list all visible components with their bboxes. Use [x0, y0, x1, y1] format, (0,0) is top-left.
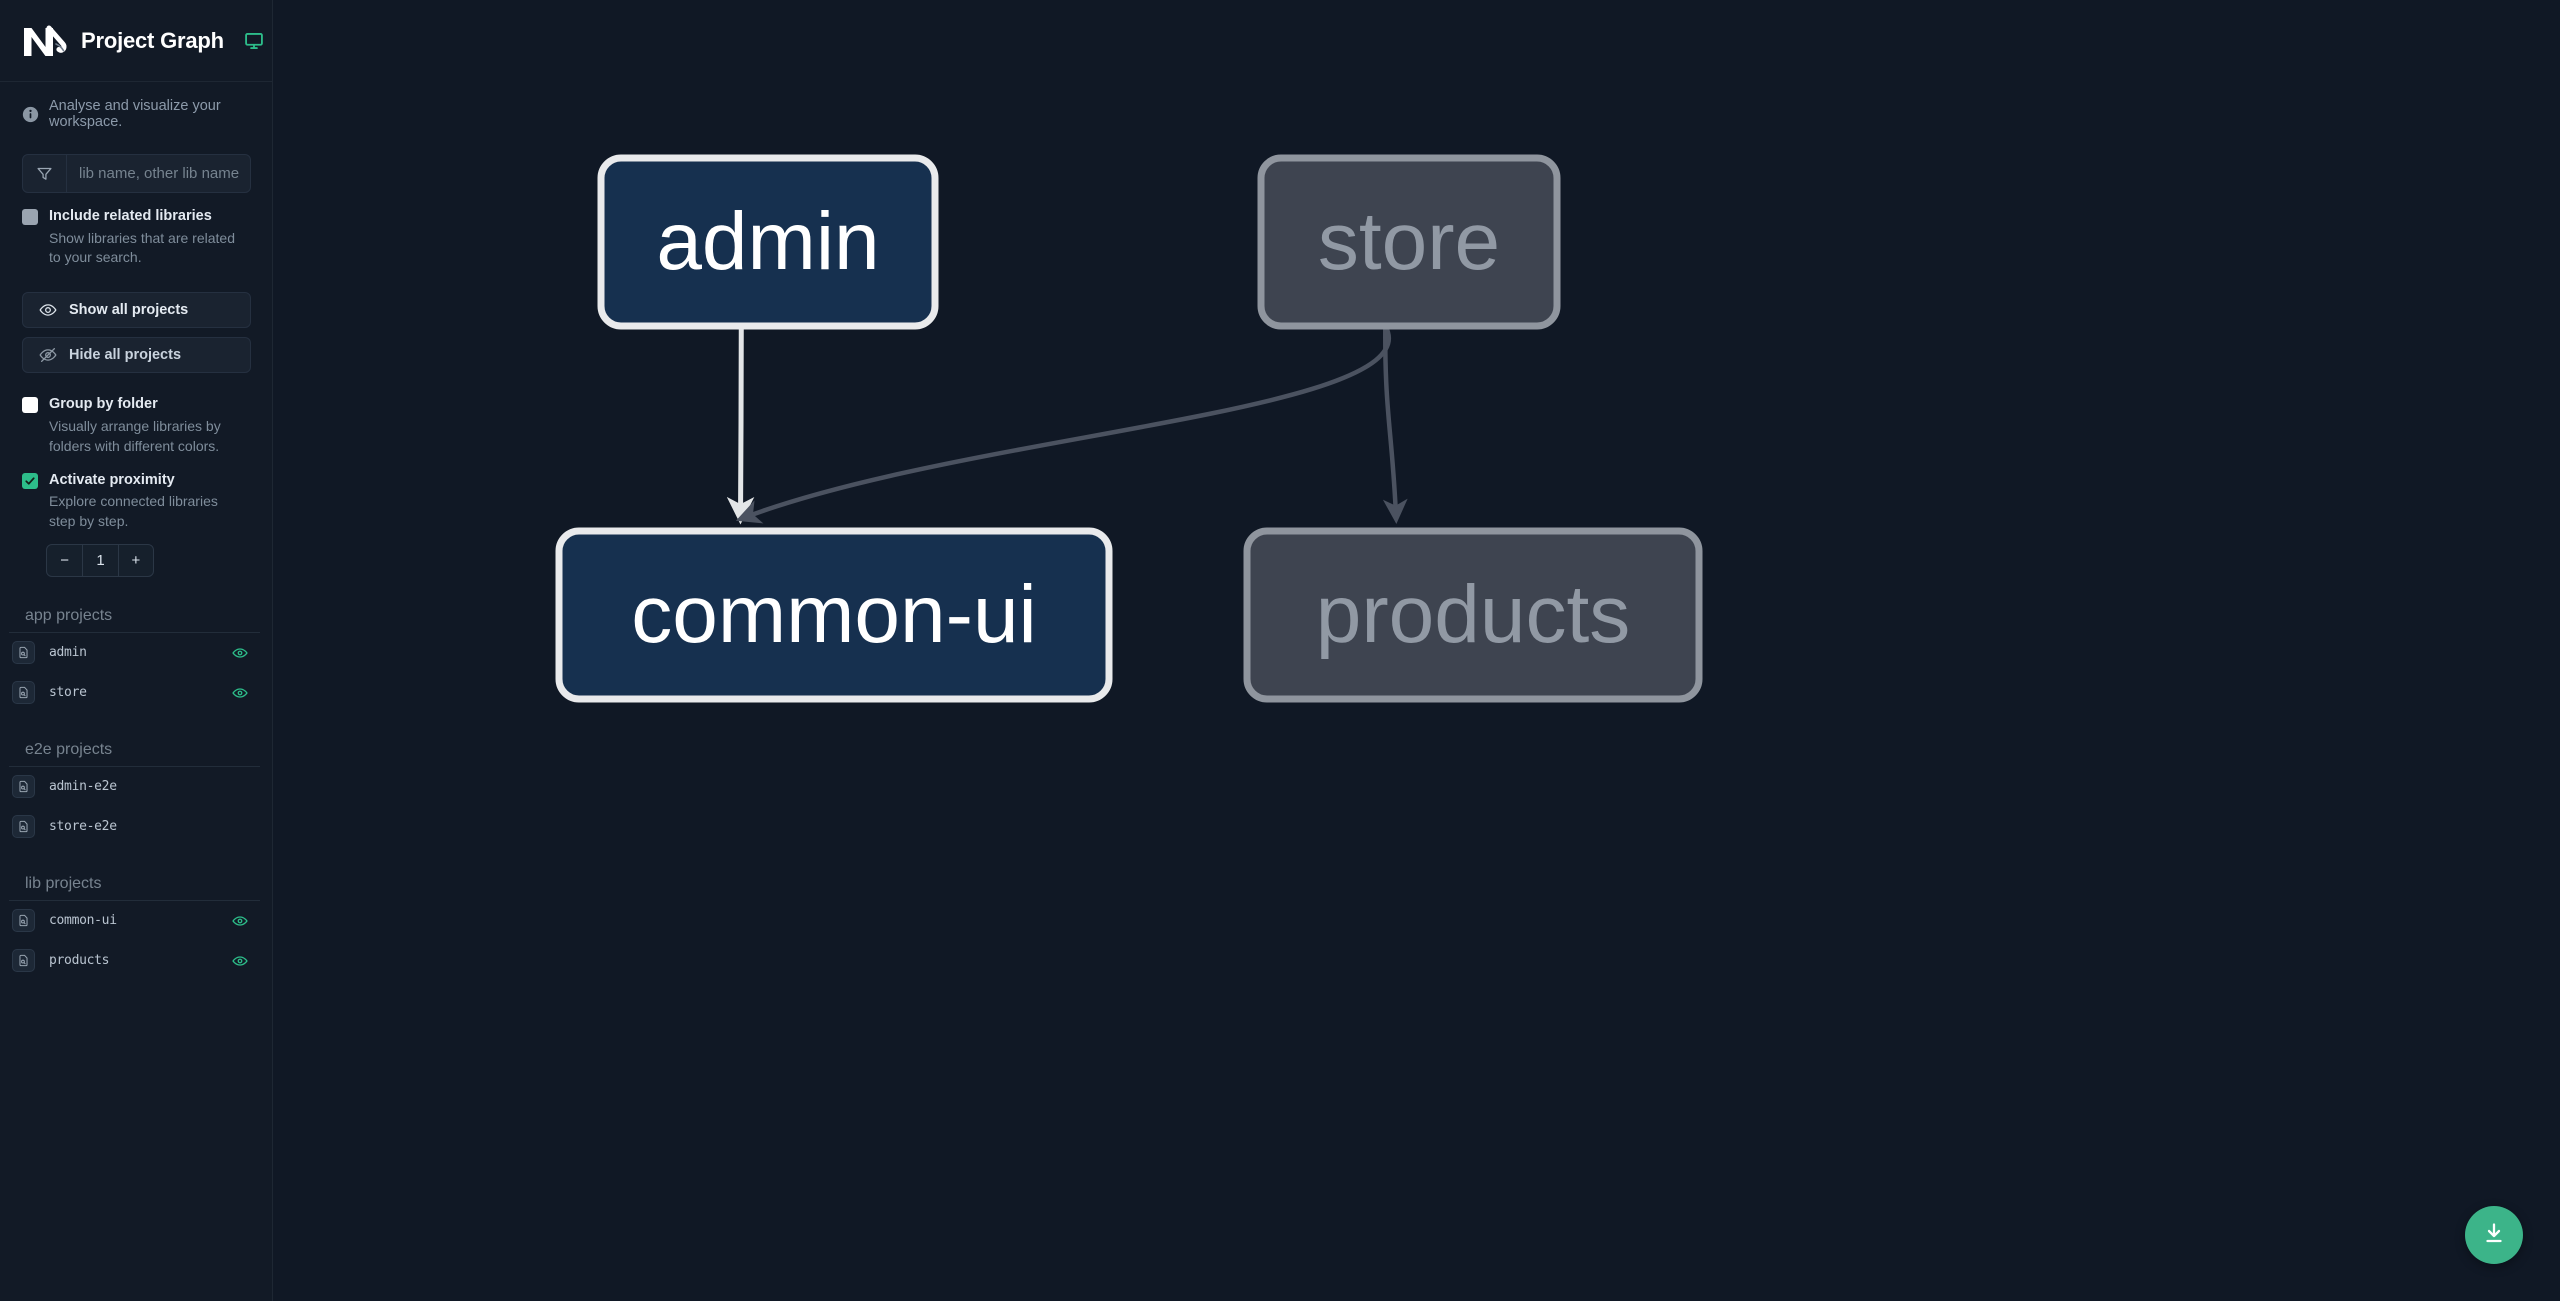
description-text: Analyse and visualize your workspace.: [49, 98, 221, 130]
info-icon: [22, 106, 39, 123]
graph-svg: [555, 154, 1703, 703]
graph-node-store[interactable]: [1257, 154, 1561, 330]
option-group-by-folder[interactable]: Group by folder Visually arrange librari…: [0, 373, 272, 456]
include-related-libraries-checkbox[interactable]: [22, 209, 38, 225]
page-title: Project Graph: [81, 27, 224, 53]
file-search-icon[interactable]: [12, 909, 35, 933]
group-by-folder-checkbox[interactable]: [22, 397, 38, 414]
file-search-icon[interactable]: [12, 681, 35, 705]
project-row-admin[interactable]: admin: [0, 633, 272, 673]
project-group-app: app projects admin: [0, 607, 272, 713]
eye-icon: [39, 301, 57, 319]
activate-proximity-checkbox[interactable]: [22, 472, 38, 489]
group-title-e2e-projects: e2e projects: [9, 741, 260, 767]
option-label: Activate proximity: [49, 471, 175, 488]
project-row-common-ui[interactable]: common-ui: [0, 901, 272, 941]
search-filter[interactable]: [22, 154, 251, 193]
option-sublabel: Show libraries that are related to your …: [49, 229, 235, 266]
sidebar-header: Project Graph: [0, 0, 272, 82]
project-name: store: [49, 685, 87, 701]
activate-proximity-texts: Activate proximity Explore connected lib…: [49, 471, 239, 532]
project-row-products[interactable]: products: [0, 941, 272, 981]
nx-logo-icon: [22, 22, 67, 60]
proximity-stepper[interactable]: − 1 +: [46, 543, 154, 577]
file-search-icon[interactable]: [12, 641, 35, 665]
show-all-projects-label: Show all projects: [69, 302, 189, 319]
eye-icon[interactable]: [232, 685, 248, 701]
download-icon: [2482, 1221, 2506, 1250]
show-all-projects-button[interactable]: Show all projects: [22, 292, 251, 329]
project-name: admin-e2e: [49, 779, 117, 795]
graph-node-admin[interactable]: [597, 154, 939, 330]
file-search-icon[interactable]: [12, 949, 35, 973]
eye-icon[interactable]: [232, 913, 248, 929]
filter-icon: [36, 165, 53, 182]
eye-icon[interactable]: [232, 645, 248, 661]
option-label: Include related libraries: [49, 208, 212, 224]
project-name: products: [49, 953, 110, 969]
group-title-lib-projects: lib projects: [9, 875, 260, 901]
project-row-admin-e2e[interactable]: admin-e2e: [0, 767, 272, 807]
hide-all-projects-label: Hide all projects: [69, 347, 182, 364]
project-row-store[interactable]: store: [0, 673, 272, 713]
include-related-libraries-texts: Include related libraries Show libraries…: [49, 207, 239, 268]
proximity-increment-button[interactable]: +: [117, 544, 153, 576]
file-search-icon[interactable]: [12, 775, 35, 799]
group-by-folder-texts: Group by folder Visually arrange librari…: [49, 395, 239, 456]
option-include-related-libraries[interactable]: Include related libraries Show libraries…: [0, 193, 272, 268]
eye-icon[interactable]: [232, 953, 248, 969]
project-name: store-e2e: [49, 819, 117, 835]
file-search-icon[interactable]: [12, 815, 35, 839]
monitor-icon[interactable]: [244, 31, 264, 51]
option-label: Group by folder: [49, 396, 158, 413]
download-button[interactable]: [2465, 1206, 2523, 1264]
group-title-app-projects: app projects: [9, 607, 260, 633]
option-sublabel: Explore connected libraries step by step…: [49, 493, 218, 530]
project-name: common-ui: [49, 913, 117, 929]
project-group-e2e: e2e projects admin-e2e: [0, 741, 272, 847]
workspace-description: Analyse and visualize your workspace.: [0, 82, 272, 140]
project-row-store-e2e[interactable]: store-e2e: [0, 807, 272, 847]
filter-icon-wrapper: [23, 155, 67, 192]
eye-off-icon: [39, 346, 57, 364]
sidebar: Project Graph Analyse and: [0, 0, 273, 1301]
option-activate-proximity[interactable]: Activate proximity Explore connected lib…: [0, 457, 272, 532]
search-input[interactable]: [67, 155, 250, 192]
proximity-value: 1: [82, 544, 117, 576]
option-sublabel: Visually arrange libraries by folders wi…: [49, 417, 221, 454]
project-group-lib: lib projects common-ui: [0, 875, 272, 981]
hide-all-projects-button[interactable]: Hide all projects: [22, 337, 251, 374]
graph-node-products[interactable]: [1243, 527, 1703, 703]
project-name: admin: [49, 645, 87, 661]
proximity-decrement-button[interactable]: −: [60, 551, 70, 569]
graph-node-common-ui[interactable]: [555, 527, 1113, 703]
